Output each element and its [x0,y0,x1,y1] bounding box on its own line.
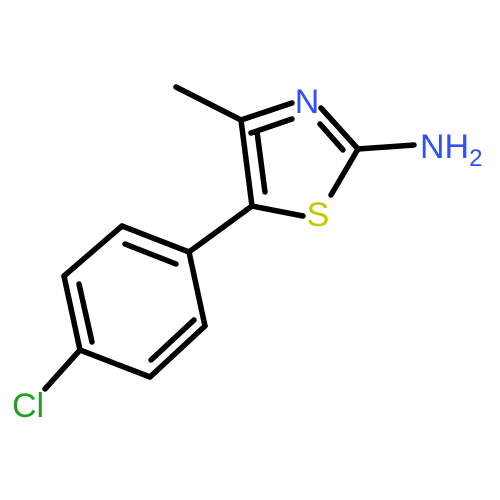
bond-c5-c4-inner [254,129,268,195]
nitrogen-atom-label: N [295,83,320,121]
bond-ph4-ph5 [77,347,153,380]
bond-ph1-ph2 [119,223,192,255]
bond-ph3-ph4 [61,273,83,353]
bond-layer [42,84,417,392]
bond-ph5-ph6 [147,323,208,380]
bond-c5-c4 [238,117,255,209]
bond-c5-phenyl [186,203,255,255]
bond-c2-nh2 [355,142,417,152]
bond-ph2-ph3 [61,223,125,279]
amine-subscript: 2 [469,145,482,172]
bond-ph1-ph2-inner [122,241,179,267]
bond-methyl-c4 [173,84,244,123]
bond-ph4-cl [42,347,83,392]
bond-ph6-ph1 [186,249,208,329]
bond-ph3-ph4-inner [76,281,95,345]
amine-group-label: NH2 [420,128,482,172]
bond-ph5-ph6-inner [148,317,197,363]
bond-n3-c2-inner [317,121,346,153]
bond-c2-s1 [328,146,361,198]
bond-c4-n3 [238,100,295,123]
chlorine-atom-label: Cl [12,387,44,425]
sulfur-atom-label: S [307,196,330,234]
amine-symbol: NH [420,128,469,166]
bond-n3-c2 [318,105,361,152]
bond-s1-c5 [249,203,306,219]
atom-labels: N S NH2 Cl [12,83,483,425]
